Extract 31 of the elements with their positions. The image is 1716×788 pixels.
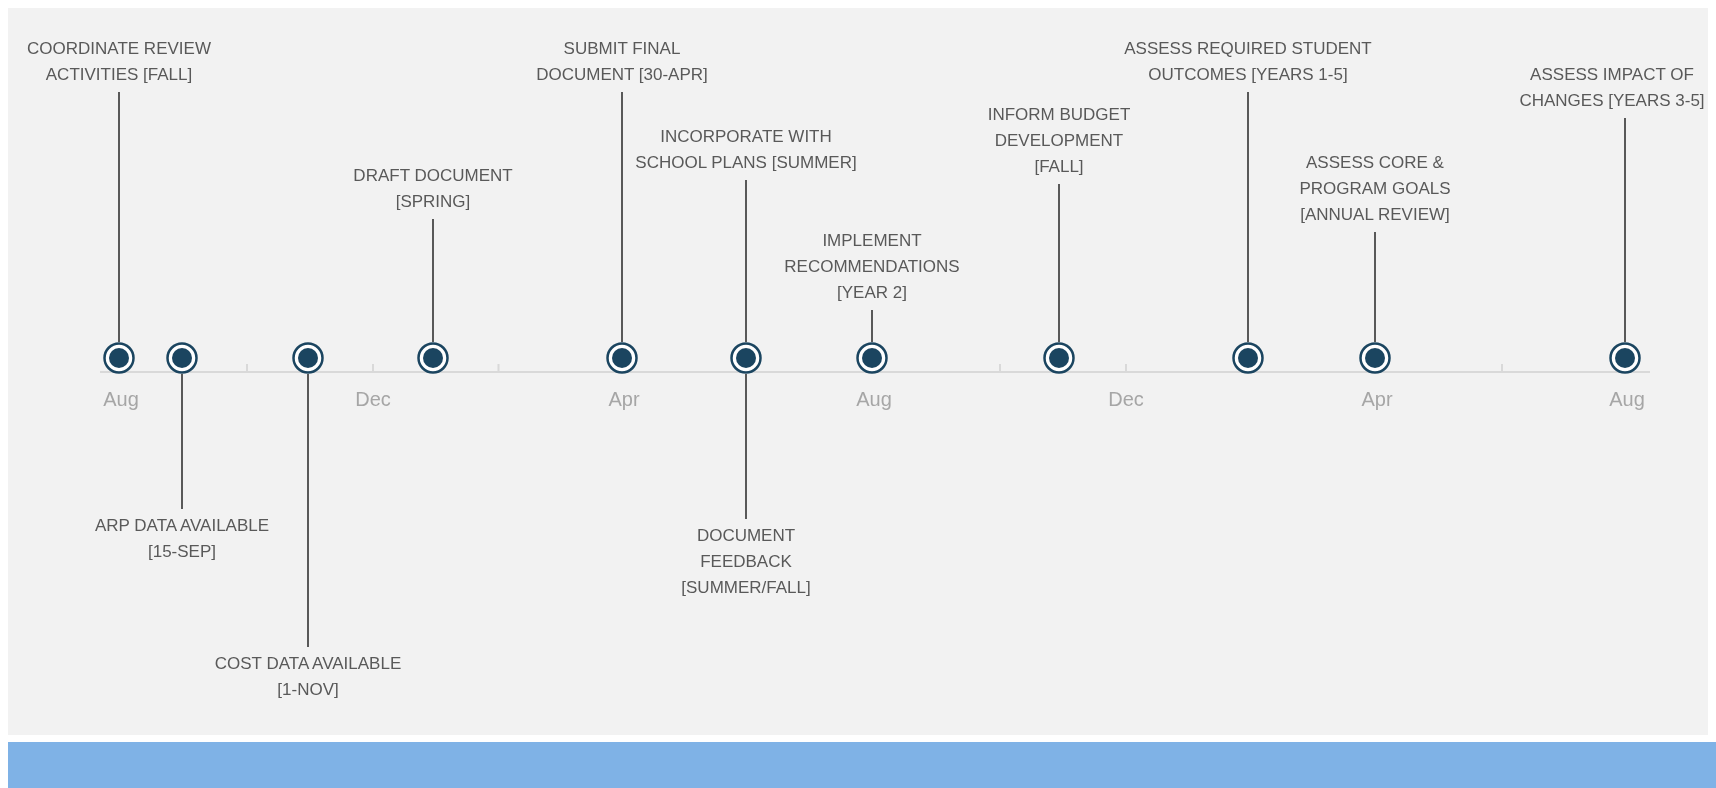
milestone-label: COST DATA AVAILABLE [1-NOV] bbox=[214, 651, 402, 703]
milestone-label: INCORPORATE WITH SCHOOL PLANS [SUMMER] bbox=[635, 124, 857, 176]
leader-line bbox=[1624, 117, 1626, 343]
leader-line bbox=[871, 309, 873, 343]
leader-line bbox=[745, 373, 747, 520]
leader-line bbox=[1058, 183, 1060, 343]
axis-label: Dec bbox=[355, 388, 391, 411]
axis-label: Aug bbox=[103, 388, 139, 411]
axis-label: Apr bbox=[1361, 388, 1393, 411]
leader-line bbox=[118, 91, 120, 343]
milestone-label: DRAFT DOCUMENT [SPRING] bbox=[353, 163, 513, 215]
leader-line bbox=[621, 91, 623, 343]
milestone-label: ASSESS IMPACT OF CHANGES [YEARS 3-5] bbox=[1519, 62, 1705, 114]
milestone-label: INFORM BUDGET DEVELOPMENT [FALL] bbox=[987, 102, 1131, 180]
leader-line bbox=[745, 179, 747, 343]
leader-line bbox=[1247, 91, 1249, 343]
axis-label: Dec bbox=[1108, 388, 1144, 411]
milestone-label: ARP DATA AVAILABLE [15-SEP] bbox=[94, 513, 270, 565]
milestone-label: ASSESS REQUIRED STUDENT OUTCOMES [YEARS 1-5] bbox=[1124, 36, 1372, 88]
milestone-label: ASSESS CORE & PROGRAM GOALS [ANNUAL REVIEW] bbox=[1299, 150, 1451, 228]
milestone-label: COORDINATE REVIEW ACTIVITIES [FALL] bbox=[27, 36, 211, 88]
leader-line bbox=[181, 373, 183, 510]
milestone-label: IMPLEMENT RECOMMENDATIONS [YEAR 2] bbox=[784, 228, 960, 306]
milestone-label: DOCUMENT FEEDBACK [SUMMER/FALL] bbox=[681, 523, 811, 601]
axis-label: Aug bbox=[856, 388, 892, 411]
leader-line bbox=[1374, 231, 1376, 343]
leader-line bbox=[307, 373, 309, 648]
leader-line bbox=[432, 218, 434, 343]
axis-label: Apr bbox=[608, 388, 640, 411]
axis-label: Aug bbox=[1609, 388, 1645, 411]
milestone-label: SUBMIT FINAL DOCUMENT [30-APR] bbox=[536, 36, 708, 88]
